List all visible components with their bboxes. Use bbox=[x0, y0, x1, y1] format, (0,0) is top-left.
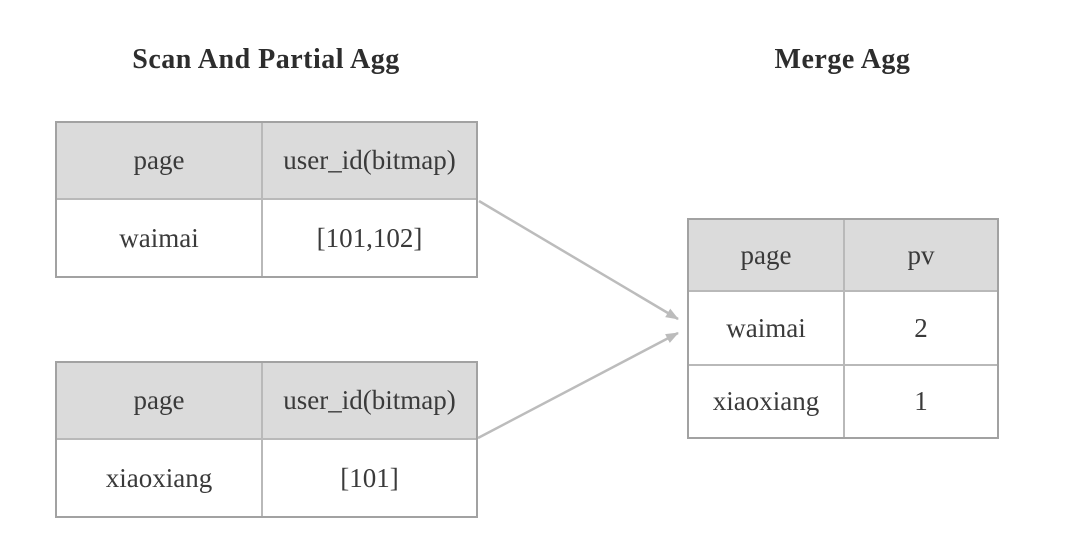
header-cell-page: page bbox=[689, 220, 845, 292]
arrow-from-scan-table-waimai bbox=[478, 199, 679, 321]
cell-page-value: xiaoxiang bbox=[57, 440, 263, 516]
cell-bitmap-value: [101,102] bbox=[263, 200, 476, 276]
header-cell-user-id-bitmap: user_id(bitmap) bbox=[263, 363, 476, 440]
scan-partial-agg-title: Scan And Partial Agg bbox=[132, 44, 400, 75]
scan-partial-table-waimai: page user_id(bitmap) waimai [101,102] bbox=[55, 121, 478, 278]
header-cell-page: page bbox=[57, 123, 263, 200]
header-cell-page: page bbox=[57, 363, 263, 440]
header-cell-pv: pv bbox=[845, 220, 997, 292]
cell-page-value: waimai bbox=[57, 200, 263, 276]
cell-pv-value: 2 bbox=[845, 292, 997, 366]
scan-partial-table-xiaoxiang: page user_id(bitmap) xiaoxiang [101] bbox=[55, 361, 478, 518]
merge-agg-result-table: page pv waimai 2 xiaoxiang 1 bbox=[687, 218, 999, 439]
cell-page-value: waimai bbox=[689, 292, 845, 366]
cell-page-value: xiaoxiang bbox=[689, 366, 845, 437]
cell-pv-value: 1 bbox=[845, 366, 997, 437]
merge-agg-title: Merge Agg bbox=[774, 44, 911, 75]
header-cell-user-id-bitmap: user_id(bitmap) bbox=[263, 123, 476, 200]
cell-bitmap-value: [101] bbox=[263, 440, 476, 516]
arrow-from-scan-table-xiaoxiang bbox=[477, 331, 679, 440]
